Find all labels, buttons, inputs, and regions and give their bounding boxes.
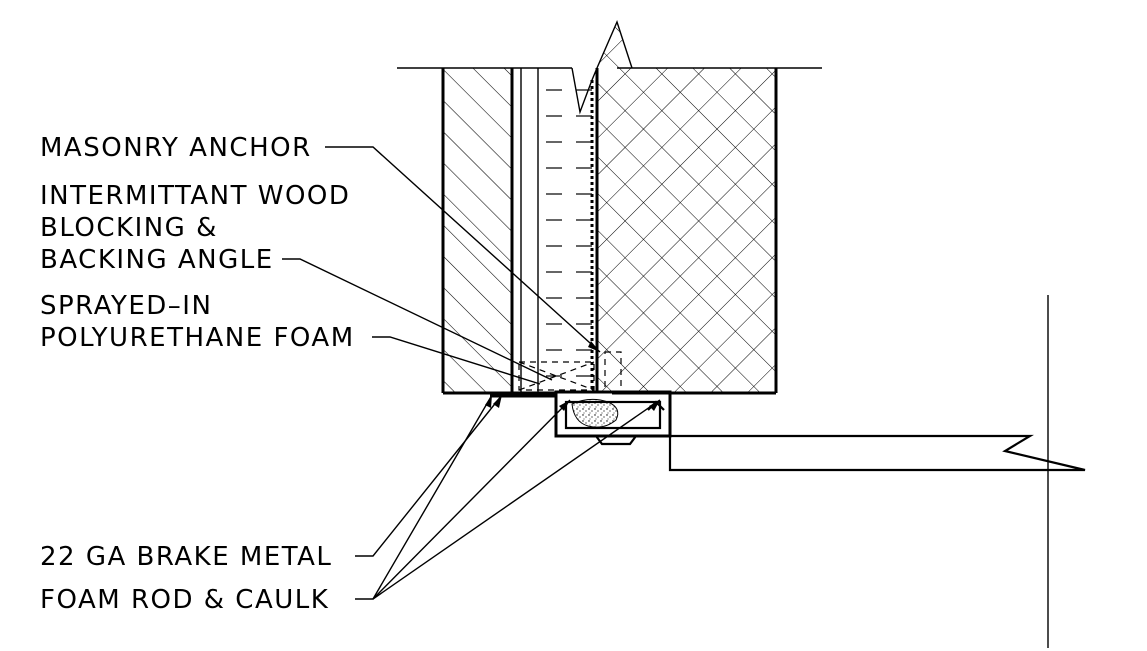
label-wood-blocking-line2: BLOCKING &: [40, 213, 218, 243]
wood-blocking: [518, 351, 622, 393]
label-foam-rod: FOAM ROD & CAULK: [40, 585, 329, 615]
label-wood-blocking-line3: BACKING ANGLE: [40, 245, 274, 275]
label-masonry-anchor: MASONRY ANCHOR: [40, 133, 312, 163]
label-wood-blocking-line1: INTERMITTANT WOOD: [40, 181, 350, 211]
label-spray-foam-line2: POLYURETHANE FOAM: [40, 323, 355, 353]
brick-veneer: [441, 68, 514, 393]
sill-assembly: [554, 390, 672, 446]
rigid-insulation: [537, 67, 593, 393]
leader-lines: [282, 146, 661, 600]
cmu-backup: [591, 20, 778, 393]
label-brake-metal: 22 GA BRAKE METAL: [40, 542, 332, 572]
label-spray-foam-line1: SPRAYED–IN: [40, 291, 212, 321]
floor-slab: [668, 295, 1086, 648]
arrow-heads: [485, 341, 660, 411]
